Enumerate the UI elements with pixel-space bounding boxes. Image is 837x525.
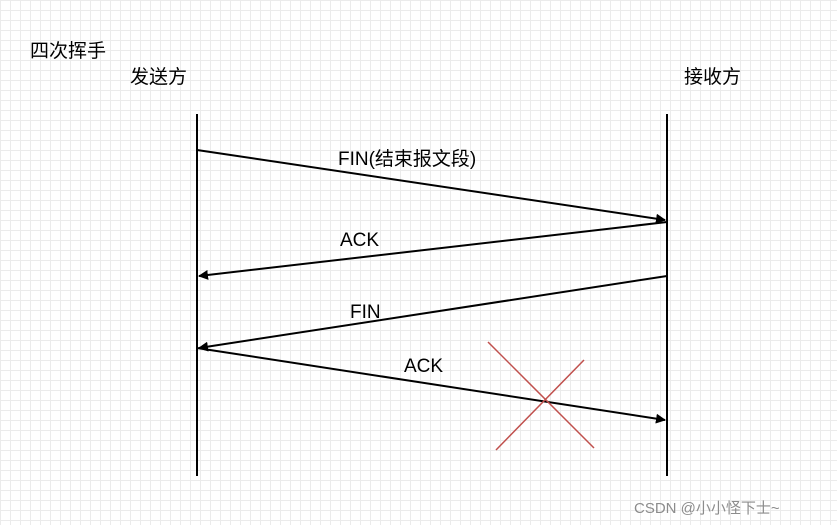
message-label-ack-2: ACK xyxy=(404,356,444,377)
arrow-ack-2 xyxy=(196,347,666,424)
message-label-ack-1: ACK xyxy=(340,230,380,251)
arrow-fin-1 xyxy=(196,149,666,224)
arrow-ack-1 xyxy=(198,221,668,280)
lost-packet-x-mark xyxy=(487,341,595,451)
message-label-fin-2: FIN xyxy=(350,302,381,323)
sender-label: 发送方 xyxy=(130,67,188,88)
diagram-title: 四次挥手 xyxy=(30,41,107,62)
watermark: CSDN @小小怪下士~ xyxy=(634,500,780,517)
arrow-fin-2 xyxy=(198,275,668,352)
message-label-fin-1: FIN(结束报文段) xyxy=(338,149,477,170)
x-mark-stroke-1 xyxy=(487,341,595,449)
x-mark-stroke-2 xyxy=(495,359,585,451)
receiver-label: 接收方 xyxy=(684,67,742,88)
